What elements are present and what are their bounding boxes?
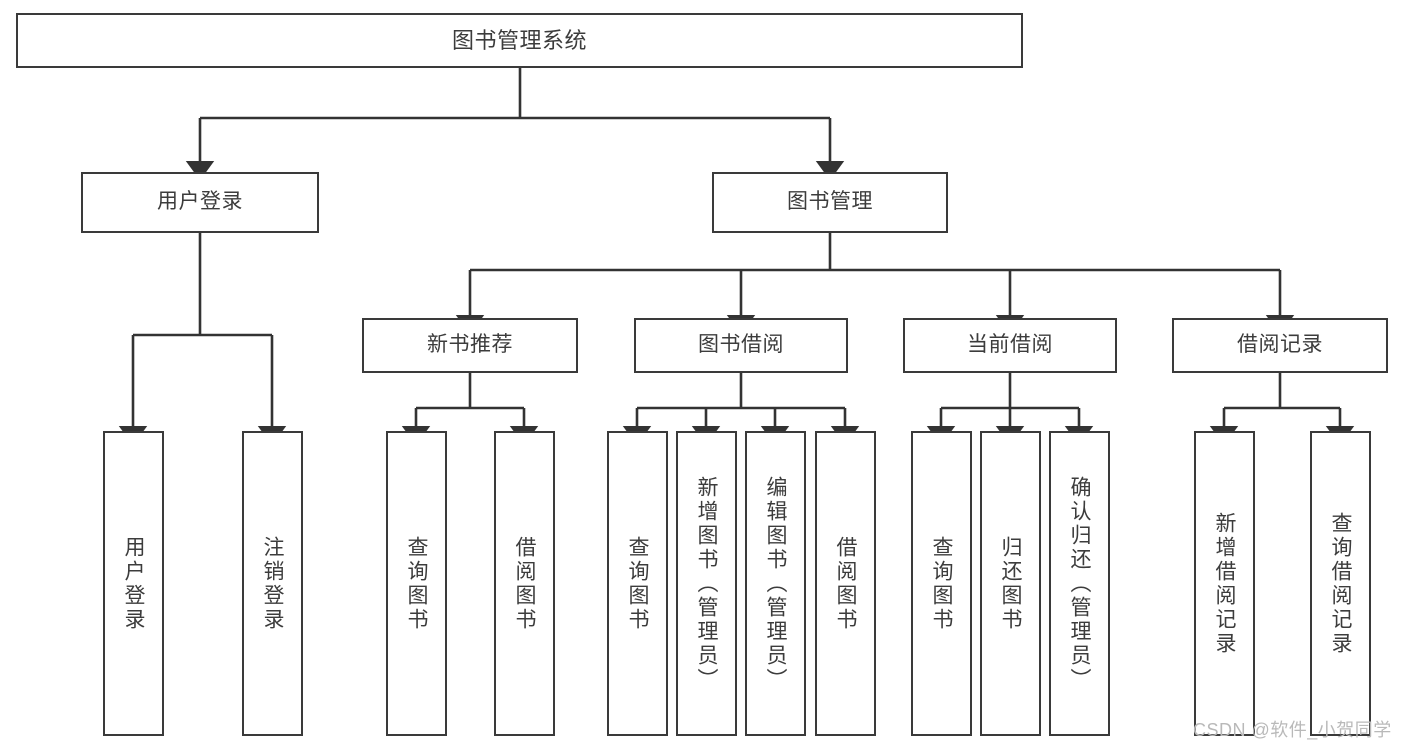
node-label: 借阅图书 bbox=[513, 535, 536, 632]
node-leaf-query-borrow-record[interactable]: 查询借阅记录 bbox=[1310, 431, 1371, 736]
node-leaf-borrow-book-recommend[interactable]: 借阅图书 bbox=[494, 431, 555, 736]
node-book-borrowing[interactable]: 图书借阅 bbox=[634, 318, 848, 373]
node-leaf-query-book-recommend[interactable]: 查询图书 bbox=[386, 431, 447, 736]
node-borrowing-record[interactable]: 借阅记录 bbox=[1172, 318, 1388, 373]
node-user-login[interactable]: 用户登录 bbox=[81, 172, 319, 233]
csdn-watermark: CSDN @软件_小贺同学 bbox=[1193, 720, 1392, 740]
node-label: 借阅记录 bbox=[1237, 333, 1323, 357]
node-leaf-query-book-current[interactable]: 查询图书 bbox=[911, 431, 972, 736]
node-label: 图书借阅 bbox=[698, 333, 784, 357]
node-label: 借阅图书 bbox=[834, 535, 857, 632]
node-label: 图书管理系统 bbox=[451, 27, 587, 53]
node-label: 用户登录 bbox=[157, 190, 243, 214]
node-label: 查询图书 bbox=[405, 535, 428, 632]
node-current-borrowing[interactable]: 当前借阅 bbox=[903, 318, 1117, 373]
node-leaf-query-book-borrow[interactable]: 查询图书 bbox=[607, 431, 668, 736]
node-leaf-return-book[interactable]: 归还图书 bbox=[980, 431, 1041, 736]
node-leaf-logout[interactable]: 注销登录 bbox=[242, 431, 303, 736]
node-leaf-confirm-return-admin[interactable]: 确认归还（管理员） bbox=[1049, 431, 1110, 736]
node-label: 注销登录 bbox=[261, 535, 284, 632]
node-label: 用户登录 bbox=[122, 535, 145, 632]
node-leaf-add-book-admin[interactable]: 新增图书（管理员） bbox=[676, 431, 737, 736]
node-label: 新增借阅记录 bbox=[1213, 511, 1236, 656]
node-label: 新书推荐 bbox=[427, 333, 513, 357]
node-label: 查询图书 bbox=[930, 535, 953, 632]
node-label: 确认归还（管理员） bbox=[1068, 475, 1091, 692]
node-label: 查询借阅记录 bbox=[1329, 511, 1352, 656]
node-label: 查询图书 bbox=[626, 535, 649, 632]
node-label: 归还图书 bbox=[999, 535, 1022, 632]
node-book-management[interactable]: 图书管理 bbox=[712, 172, 948, 233]
node-leaf-borrow-book[interactable]: 借阅图书 bbox=[815, 431, 876, 736]
node-label: 当前借阅 bbox=[967, 333, 1053, 357]
node-new-book-recommendation[interactable]: 新书推荐 bbox=[362, 318, 578, 373]
node-leaf-user-login[interactable]: 用户登录 bbox=[103, 431, 164, 736]
node-label: 图书管理 bbox=[787, 190, 873, 214]
node-label: 编辑图书（管理员） bbox=[764, 475, 787, 692]
node-root-book-management-system[interactable]: 图书管理系统 bbox=[16, 13, 1023, 68]
node-leaf-add-borrow-record[interactable]: 新增借阅记录 bbox=[1194, 431, 1255, 736]
node-leaf-edit-book-admin[interactable]: 编辑图书（管理员） bbox=[745, 431, 806, 736]
node-label: 新增图书（管理员） bbox=[695, 475, 718, 692]
